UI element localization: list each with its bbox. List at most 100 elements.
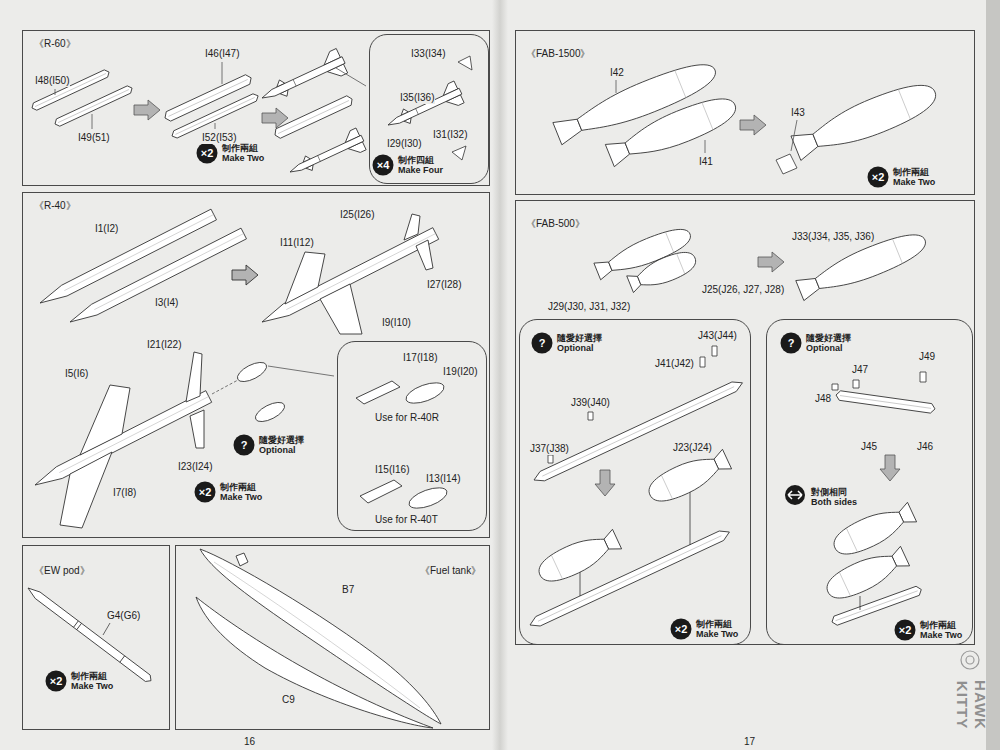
- panel-title: 《FAB-1500》: [525, 48, 591, 60]
- instruction-caption: 隨愛好選擇 Optional: [557, 333, 609, 353]
- r60-illustration: [383, 80, 466, 136]
- quantity-mark: ×2: [894, 619, 916, 641]
- fab500-illustration: [595, 470, 615, 496]
- part-number: J37(J38): [529, 443, 570, 455]
- assembly-panel: ×2制作兩組 Make Two 《EW pod》 G4(G6): [22, 545, 170, 730]
- optional-badge: ?隨愛好選擇 Optional: [780, 332, 858, 354]
- fab500-illustration: [644, 446, 733, 508]
- brand-emblem: [966, 656, 974, 664]
- brand-logo: HAWK: [972, 680, 988, 730]
- optional-mark: ?: [531, 332, 553, 354]
- assembly-panel: ×2制作兩組 Make Two×4制作四組 Make FourI33(I34)I…: [22, 30, 490, 186]
- part-number: I29(I30): [386, 138, 422, 150]
- quantity-badge: ×4制作四組 Make Four: [372, 154, 450, 176]
- part-number: I46(I47): [204, 48, 240, 60]
- fab1500-illustration: [604, 90, 741, 170]
- page-crease: [492, 0, 508, 750]
- fab1500-illustration: [616, 80, 617, 93]
- quantity-badge: ×2制作兩組 Make Two: [194, 481, 272, 503]
- assembly-panel: 《Fuel tank》B7C9: [175, 545, 490, 730]
- badge-circle: [868, 167, 889, 188]
- brand-logo: KITTY: [954, 681, 970, 729]
- part-number: I3(I4): [154, 297, 179, 309]
- optional-badge: ?隨愛好選擇 Optional: [531, 332, 609, 354]
- r40-illustration: [60, 452, 112, 528]
- fab500-illustration: [626, 247, 700, 295]
- instruction-caption: 制作兩組 Make Two: [220, 482, 272, 502]
- part-number: G4(G6): [106, 610, 141, 622]
- r40-illustration: [253, 398, 288, 425]
- quantity-badge: ×2制作兩組 Make Two: [196, 142, 274, 164]
- fab500-illustration: [853, 380, 859, 388]
- instruction-caption: 制作兩組 Make Two: [222, 143, 274, 163]
- fab500-illustration: [712, 346, 717, 356]
- panel-title: 《Fuel tank》: [419, 565, 482, 577]
- quantity-badge: ×2制作兩組 Make Two: [670, 618, 748, 640]
- part-number: I27(I28): [426, 279, 462, 291]
- part-number: I9(I10): [381, 317, 412, 329]
- page-number: 17: [744, 736, 755, 748]
- quantity-mark: ×2: [194, 481, 216, 503]
- fuel-tank-illustration: [196, 597, 433, 728]
- r60-illustration: [30, 48, 472, 183]
- fab500-illustration: [588, 412, 593, 420]
- fuel-tank-illustration: [196, 549, 441, 728]
- r60-illustration: [273, 94, 354, 139]
- part-number: I35(I36): [399, 92, 435, 104]
- instruction-caption: 制作兩組 Make Two: [71, 671, 123, 691]
- badge-circle: [895, 620, 916, 641]
- part-number: J49: [918, 351, 936, 363]
- quantity-badge: ×2制作兩組 Make Two: [867, 166, 945, 188]
- fab500-illustration: [832, 384, 838, 390]
- fab1500-illustration: [705, 140, 706, 153]
- quantity-badge: ×2制作兩組 Make Two: [45, 670, 123, 692]
- r40-illustration: [235, 358, 270, 385]
- fab1500-illustration: [789, 76, 941, 165]
- part-number: J43(J44): [697, 330, 738, 342]
- badge-circle: [195, 482, 216, 503]
- fab1500-illustration: [551, 55, 941, 174]
- r60-illustration: [215, 123, 216, 129]
- r40-illustration: [403, 379, 446, 408]
- panel-title: 《R-40》: [33, 200, 77, 212]
- r40-illustration: [190, 410, 204, 448]
- part-number: I43: [790, 107, 806, 119]
- ew-pod-illustration: [26, 585, 154, 684]
- fab500-illustration: [534, 526, 623, 588]
- quantity-mark: ×2: [196, 142, 218, 164]
- part-number: I48(I50): [34, 75, 70, 87]
- fab500-illustration: [920, 372, 926, 382]
- ew-pod-illustration: [26, 585, 154, 684]
- fab500-illustration: [548, 455, 553, 463]
- r40-illustration: [406, 484, 449, 513]
- assembly-panel: ×2制作兩組 Make Two《FAB-1500》I42I41I43: [515, 30, 975, 195]
- callout-box: ?隨愛好選擇 Optional ×2制作兩組 Make Two J43(J44) J4…: [519, 319, 751, 645]
- r40-illustration: [186, 352, 202, 402]
- part-number: J45: [860, 441, 878, 453]
- r60-illustration: [55, 89, 56, 95]
- part-number: J48: [814, 393, 832, 405]
- part-number: C9: [281, 694, 296, 706]
- r40-illustration: [232, 265, 258, 285]
- part-number: I42: [609, 67, 625, 79]
- fab500-illustration: [785, 485, 805, 505]
- badge-circle: [532, 333, 553, 354]
- instruction-caption: 制作四組 Make Four: [398, 155, 450, 175]
- assembly-panel: ?隨愛好選擇 Optional×2制作兩組 Make TwoJ43(J44)J4…: [515, 200, 975, 645]
- r60-illustration: [452, 146, 466, 160]
- fab500-illustration: [700, 357, 705, 367]
- panel-title: 《EW pod》: [33, 565, 91, 577]
- part-number: J46: [916, 441, 934, 453]
- fab500-illustration: [880, 455, 900, 481]
- part-number: J41(J42): [654, 358, 695, 370]
- callout-box: ?隨愛好選擇 Optional ×2制作兩組 Make Two J49J47J48J…: [766, 319, 973, 645]
- part-number: J47: [851, 364, 869, 376]
- fab500-illustration: [835, 390, 935, 413]
- quantity-badge: ×2制作兩組 Make Two: [894, 619, 972, 641]
- instruction-caption: 制作兩組 Make Two: [696, 619, 748, 639]
- r40-illustration: [32, 209, 449, 528]
- ew-pod-illustration: [26, 585, 154, 684]
- fuel-tank-illustration: [236, 553, 248, 566]
- part-number: I21(I22): [146, 339, 182, 351]
